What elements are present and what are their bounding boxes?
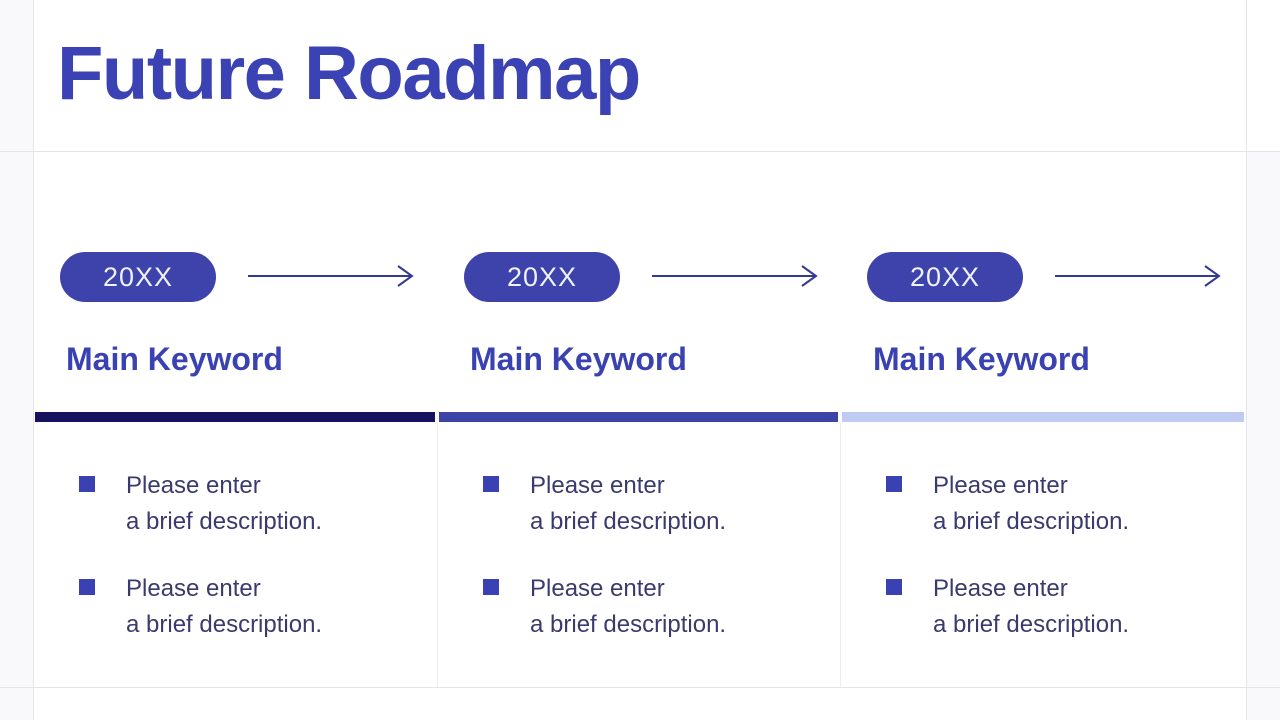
bullet-marker-icon [79,476,95,492]
arrow-right-icon [1055,265,1221,287]
bullet-item: Please enter a brief description. [483,571,830,643]
bullet-text[interactable]: Please enter a brief description. [126,575,323,638]
bullet-marker-icon [483,476,499,492]
grid-line-vertical-right [1246,0,1247,720]
bullet-text[interactable]: Please enter a brief description. [530,472,727,535]
year-badge-label: 20XX [909,261,981,292]
right-margin [1247,152,1280,720]
bullet-marker-icon [483,579,499,595]
bullet-text[interactable]: Please enter a brief description. [933,575,1130,638]
bullet-item: Please enter a brief description. [79,468,427,540]
bullet-text[interactable]: Please enter a brief description. [933,472,1130,535]
grid-line-horizontal-bottom [0,687,1280,688]
slide-title[interactable]: Future Roadmap [57,31,641,116]
arrow-right-icon [652,265,818,287]
roadmap-column-1: 20XX Main Keyword Please enter a brief d… [33,0,437,720]
column-accent-bar [439,412,838,422]
year-badge-label: 20XX [506,261,578,292]
keyword-heading[interactable]: Main Keyword [66,341,283,377]
bullet-marker-icon [886,579,902,595]
bullet-item: Please enter a brief description. [886,571,1236,643]
left-margin [0,0,33,720]
bullet-marker-icon [79,579,95,595]
year-badge[interactable]: 20XX [464,252,620,302]
year-badge[interactable]: 20XX [60,252,216,302]
column-divider [437,423,438,687]
bullet-text[interactable]: Please enter a brief description. [126,472,323,535]
column-accent-bar [35,412,435,422]
grid-line-vertical-left [33,0,34,720]
grid-line-horizontal-top [0,151,1280,152]
bullet-marker-icon [886,476,902,492]
keyword-heading[interactable]: Main Keyword [470,341,687,377]
bullet-text[interactable]: Please enter a brief description. [530,575,727,638]
roadmap-column-3: 20XX Main Keyword Please enter a brief d… [840,0,1246,720]
year-badge-label: 20XX [102,261,174,292]
arrow-right-icon [248,265,414,287]
column-divider [840,423,841,687]
year-badge[interactable]: 20XX [867,252,1023,302]
bullet-list: Please enter a brief description. Please… [886,468,1236,643]
bullet-item: Please enter a brief description. [79,571,427,643]
bullet-item: Please enter a brief description. [483,468,830,540]
bullet-list: Please enter a brief description. Please… [483,468,830,643]
column-accent-bar [842,412,1244,422]
roadmap-column-2: 20XX Main Keyword Please enter a brief d… [437,0,840,720]
bullet-list: Please enter a brief description. Please… [79,468,427,643]
keyword-heading[interactable]: Main Keyword [873,341,1090,377]
bullet-item: Please enter a brief description. [886,468,1236,540]
